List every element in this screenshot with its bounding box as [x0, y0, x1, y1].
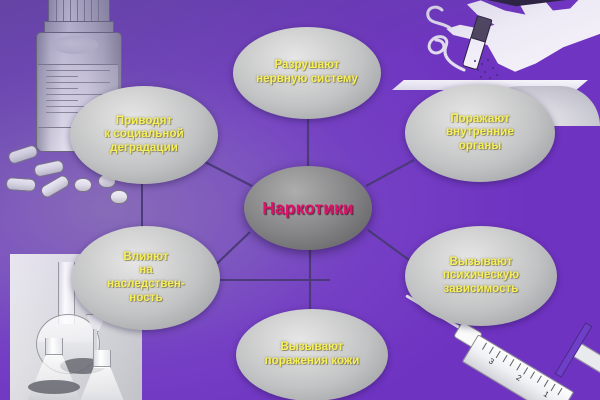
node-internal-organs[interactable]: Поражают внутренние органы [405, 84, 555, 182]
node-psychological-dependence[interactable]: Вызывают психическую зависимость [405, 226, 557, 326]
edge-center-organs [365, 159, 415, 187]
node-heredity[interactable]: Влияют на наследствен- ность [72, 226, 220, 330]
node-social-degradation[interactable]: Приводят к социальной деградации [70, 86, 218, 184]
node-nervous-system[interactable]: Разрушают нервную систему [233, 27, 381, 119]
node-heredity-label: Влияют на наследствен- ность [107, 250, 185, 304]
node-skin-lesions-label: Вызывают поражения кожи [264, 341, 360, 367]
node-center-drugs[interactable]: Наркотики [244, 166, 372, 250]
node-social-degradation-label: Приводят к социальной деградации [104, 114, 184, 154]
page-title: Наркотики [262, 197, 354, 218]
node-internal-organs-label: Поражают внутренние органы [446, 112, 514, 152]
node-psychological-dependence-label: Вызывают психическую зависимость [442, 255, 520, 295]
node-nervous-system-label: Разрушают нервную систему [256, 59, 358, 85]
edge-center-social [204, 161, 253, 187]
node-skin-lesions[interactable]: Вызывают поражения кожи [236, 309, 388, 400]
